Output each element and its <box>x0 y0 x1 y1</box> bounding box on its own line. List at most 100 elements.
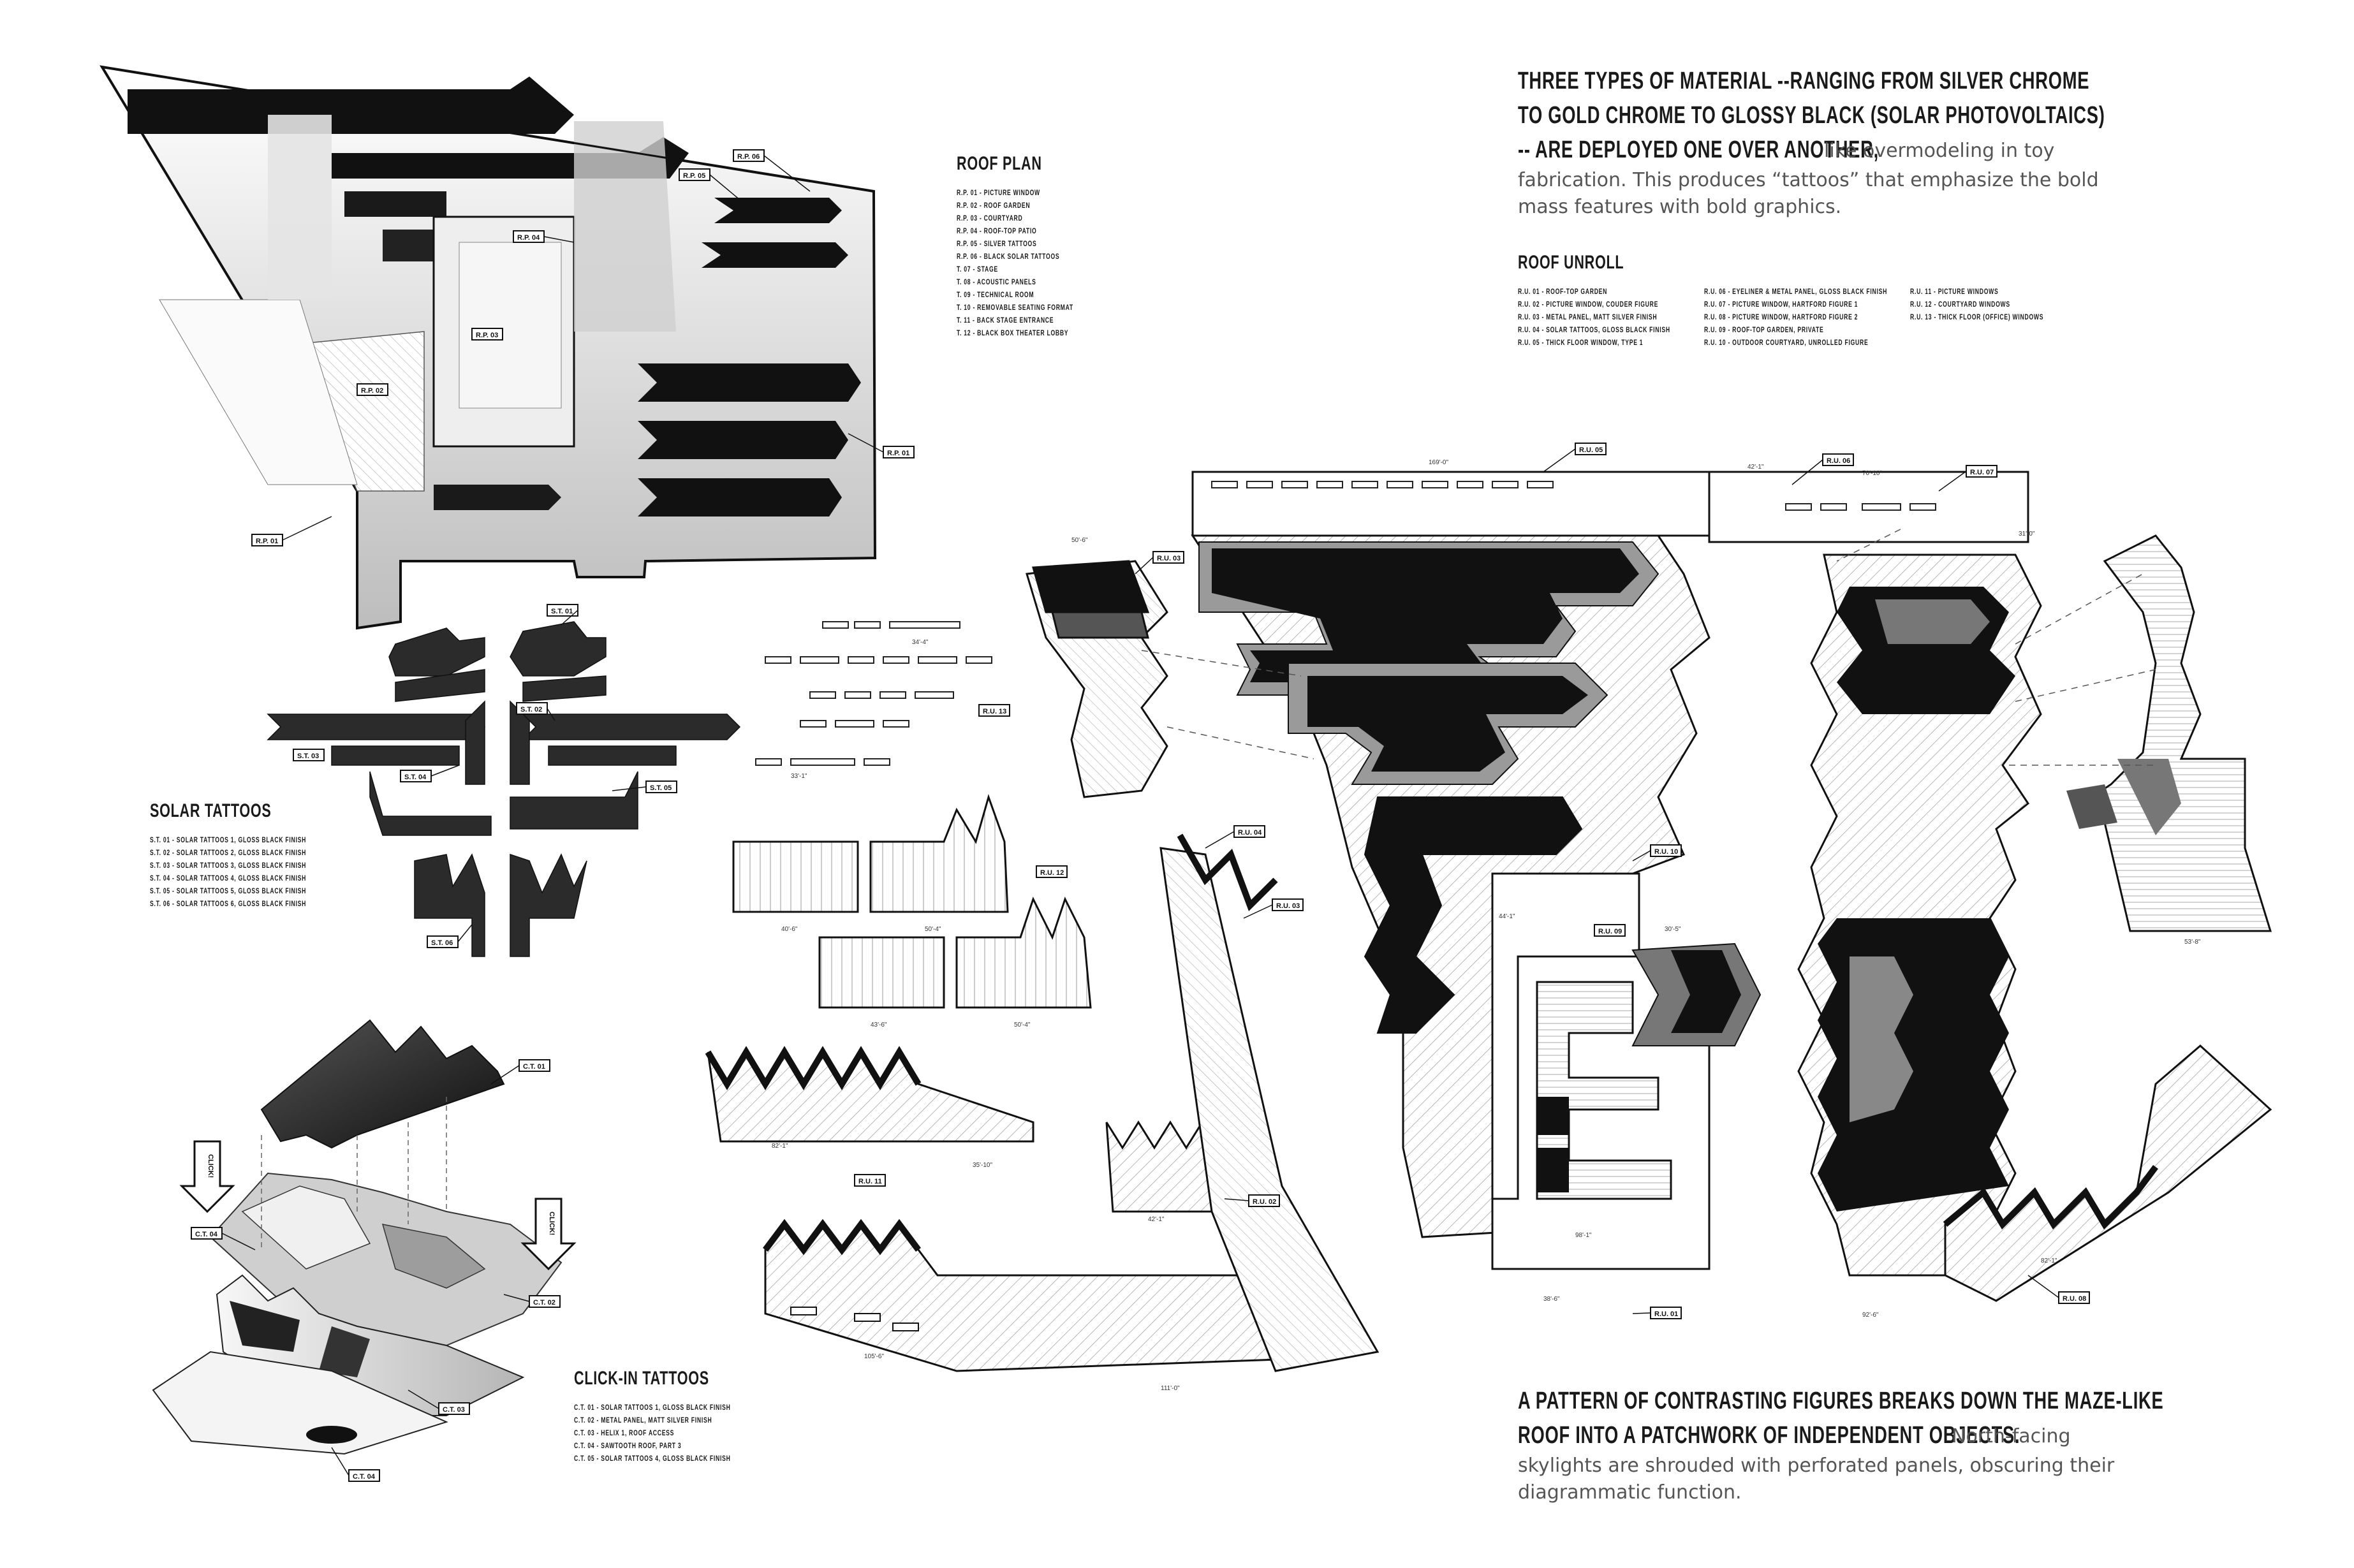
roof-unroll-item: R.U. 11 - PICTURE WINDOWS <box>1910 287 1999 296</box>
dim-7: 33'-1" <box>791 773 807 780</box>
closing-body-inline: North-facing <box>1952 1425 2071 1447</box>
roof-plan-item: T. 11 - BACK STAGE ENTRANCE <box>957 316 1054 325</box>
dim-13: 35'-10" <box>973 1162 992 1169</box>
small-sawtooth <box>1105 1119 1216 1213</box>
intro-body-1: fabrication. This produces “tattoos” tha… <box>1518 169 2099 191</box>
tag-ru02: R.U. 02 <box>1253 1198 1276 1206</box>
tag-ru06: R.U. 06 <box>1827 457 1850 465</box>
roof-unroll-item: R.U. 02 - PICTURE WINDOW, COUDER FIGURE <box>1518 300 1659 309</box>
dim-9: 50'-4" <box>925 926 941 933</box>
dim-14: 42'-1" <box>1148 1216 1165 1223</box>
tag-rp04: R.P. 04 <box>517 234 540 242</box>
click-in-tattoo-item: C.T. 03 - HELIX 1, ROOF ACCESS <box>574 1428 675 1437</box>
roof-unroll-item: R.U. 08 - PICTURE WINDOW, HARTFORD FIGUR… <box>1704 312 1858 321</box>
solar-tattoo-item: S.T. 05 - SOLAR TATTOOS 5, GLOSS BLACK F… <box>150 886 307 895</box>
click-in-tattoos-title: CLICK-IN TATTOOS <box>574 1368 709 1389</box>
click-in-tattoos-legend: CLICK-IN TATTOOS C.T. 01 - SOLAR TATTOOS… <box>574 1368 791 1465</box>
roof-plan-title: ROOF PLAN <box>957 153 1042 174</box>
roof-plan-item: R.P. 04 - ROOF-TOP PATIO <box>957 226 1037 235</box>
solar-tattoos-title: SOLAR TATTOOS <box>150 800 272 821</box>
tag-st04: S.T. 04 <box>404 773 427 781</box>
click-in-tattoo-item: C.T. 02 - METAL PANEL, MATT SILVER FINIS… <box>574 1416 712 1425</box>
click-in-tattoo-item: C.T. 01 - SOLAR TATTOOS 1, GLOSS BLACK F… <box>574 1403 731 1412</box>
solar-tattoo-item: S.T. 01 - SOLAR TATTOOS 1, GLOSS BLACK F… <box>150 835 307 844</box>
roof-unroll-item: R.U. 05 - THICK FLOOR WINDOW, TYPE 1 <box>1518 338 1644 347</box>
solar-tattoo-item: S.T. 04 - SOLAR TATTOOS 4, GLOSS BLACK F… <box>150 874 307 883</box>
intro-body-inline: like overmodeling in toy <box>1824 140 2055 162</box>
roof-plan-item: R.P. 05 - SILVER TATTOOS <box>957 239 1037 248</box>
roof-plan-item: T. 09 - TECHNICAL ROOM <box>957 290 1034 299</box>
tag-ru12: R.U. 12 <box>1040 869 1064 877</box>
roof-unroll-item: R.U. 06 - EYELINER & METAL PANEL, GLOSS … <box>1704 287 1888 296</box>
tag-ru05: R.U. 05 <box>1579 446 1603 454</box>
click-in-tattoos-drawing: CLICK! CLICK! <box>152 1019 577 1455</box>
roof-plan-legend: ROOF PLAN R.P. 01 - PICTURE WINDOW R.P. … <box>957 153 1119 339</box>
ru11-sawtooth <box>705 1046 1034 1143</box>
dim-17: 44'-1" <box>1499 913 1515 920</box>
diagonal-band <box>1159 833 1379 1372</box>
dim-12: 82'-1" <box>772 1143 788 1150</box>
dim-6: 34'-4" <box>912 639 929 646</box>
dim-21: 92'-6" <box>1862 1312 1879 1319</box>
dim-19: 98'-1" <box>1575 1232 1592 1239</box>
roof-plan-drawing <box>99 65 877 630</box>
dim-4: 31'-0" <box>2019 531 2035 538</box>
tag-st06: S.T. 06 <box>431 939 453 947</box>
courtyard-window-elevations <box>732 794 1092 1009</box>
tag-rp01-right: R.P. 01 <box>887 450 909 457</box>
tag-ct04-upper: C.T. 04 <box>195 1231 218 1238</box>
tag-rp05: R.P. 05 <box>683 172 705 180</box>
solar-tattoos-drawing <box>267 621 741 957</box>
roof-plan-item: R.P. 03 - COURTYARD <box>957 214 1023 223</box>
small-window-strips <box>755 621 992 766</box>
roof-unroll-item: R.U. 03 - METAL PANEL, MATT SILVER FINIS… <box>1518 312 1658 321</box>
dim-2: 42'-1" <box>1747 464 1764 471</box>
dim-16: 111'-0" <box>1161 1385 1180 1392</box>
tag-rp01-left: R.P. 01 <box>256 538 278 545</box>
solar-tattoos-legend: SOLAR TATTOOS S.T. 01 - SOLAR TATTOOS 1,… <box>150 800 367 910</box>
svg-text:CLICK!: CLICK! <box>207 1154 214 1178</box>
tag-rp02: R.P. 02 <box>361 387 383 395</box>
closing-headline-2: ROOF INTO A PATCHWORK OF INDEPENDENT OBJ… <box>1518 1422 2020 1449</box>
dim-11: 50'-4" <box>1014 1022 1031 1029</box>
ru03-tower <box>1026 560 1168 798</box>
dim-1: 169'-0" <box>1429 459 1448 466</box>
tag-ru07: R.U. 07 <box>1970 469 1994 476</box>
tag-st02: S.T. 02 <box>520 706 542 714</box>
tag-ct02: C.T. 02 <box>533 1299 555 1307</box>
callout-leaders <box>221 155 2059 1476</box>
solar-tattoo-item: S.T. 02 - SOLAR TATTOOS 2, GLOSS BLACK F… <box>150 848 307 857</box>
tag-ru13: R.U. 13 <box>983 708 1006 715</box>
click-in-tattoo-item: C.T. 05 - SOLAR TATTOOS 4, GLOSS BLACK F… <box>574 1454 731 1463</box>
intro-headline-1: THREE TYPES OF MATERIAL --RANGING FROM S… <box>1518 68 2090 94</box>
callout-tags <box>191 149 2090 1482</box>
roof-unroll-legend: ROOF UNROLL R.U. 01 - ROOF-TOP GARDEN R.… <box>1518 252 2043 347</box>
roof-plan-item: R.P. 01 - PICTURE WINDOW <box>957 188 1040 197</box>
roof-unroll-item: R.U. 01 - ROOF-TOP GARDEN <box>1518 287 1608 296</box>
roof-unroll-title: ROOF UNROLL <box>1518 252 1624 273</box>
dim-20: 38'-6" <box>1543 1296 1560 1303</box>
click-in-tattoo-item: C.T. 04 - SAWTOOTH ROOF, PART 3 <box>574 1441 682 1450</box>
roof-plan-item: T. 08 - ACOUSTIC PANELS <box>957 277 1036 286</box>
roof-plan-item: R.P. 02 - ROOF GARDEN <box>957 201 1031 210</box>
dim-23: 82'-1" <box>2041 1257 2057 1264</box>
roof-plan-item: R.P. 06 - BLACK SOLAR TATTOOS <box>957 252 1060 261</box>
roof-unroll-item: R.U. 04 - SOLAR TATTOOS, GLOSS BLACK FIN… <box>1518 325 1670 334</box>
dim-18: 30'-5" <box>1665 926 1681 933</box>
tag-ct03: C.T. 03 <box>443 1406 465 1414</box>
main-unroll <box>1141 471 2272 1302</box>
intro-body-2: mass features with bold graphics. <box>1518 196 1842 218</box>
dim-3: 70'-10" <box>1862 470 1882 477</box>
roof-unroll-item: R.U. 13 - THICK FLOOR (OFFICE) WINDOWS <box>1910 312 2044 321</box>
dim-15: 105'-6" <box>864 1353 884 1360</box>
tag-ru04: R.U. 04 <box>1238 829 1262 837</box>
bottom-sawtooth-element <box>763 1219 1341 1372</box>
intro-headline-2: TO GOLD CHROME TO GLOSSY BLACK (SOLAR PH… <box>1518 102 2105 129</box>
closing-body-2: diagrammatic function. <box>1518 1481 1742 1504</box>
tag-ru11: R.U. 11 <box>858 1178 882 1185</box>
closing-body-1: skylights are shrouded with perforated p… <box>1518 1454 2115 1477</box>
roof-plan-item: T. 12 - BLACK BOX THEATER LOBBY <box>957 328 1069 337</box>
roof-plan-item: T. 10 - REMOVABLE SEATING FORMAT <box>957 303 1073 312</box>
tag-rp03: R.P. 03 <box>476 332 498 339</box>
roof-plan-item: T. 07 - STAGE <box>957 265 998 274</box>
